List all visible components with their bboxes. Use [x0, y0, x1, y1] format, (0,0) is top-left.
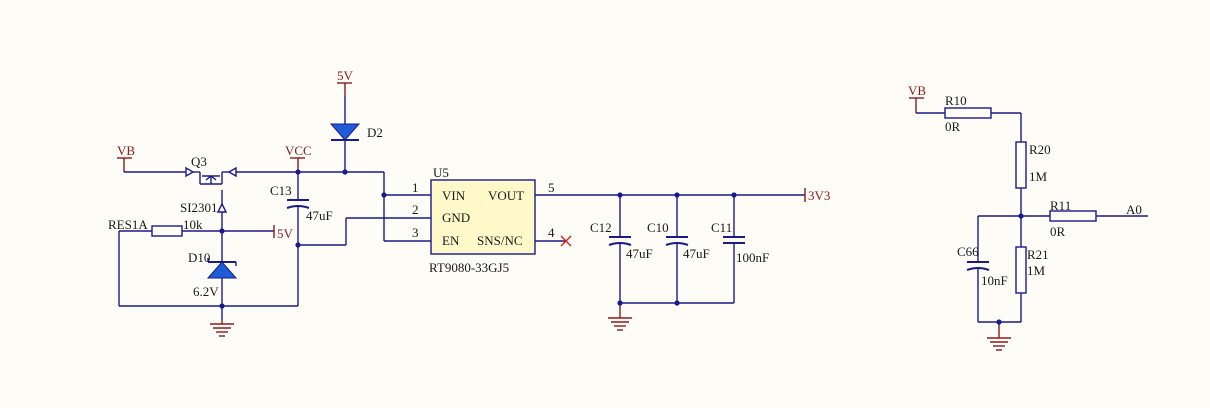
c10-capacitor: C10 47uF	[647, 195, 710, 303]
junction-dot	[674, 192, 680, 198]
vb-right-power-port: VB	[908, 83, 926, 113]
res1a-resistor: RES1A 10k	[108, 217, 274, 237]
a0-label: A0	[1126, 202, 1142, 217]
gnd-symbol-left	[210, 320, 234, 337]
d10-ref: D10	[188, 250, 210, 265]
d10-value: 6.2V	[193, 284, 219, 299]
u5-value: RT9080-33GJ5	[429, 260, 509, 275]
junction-dot	[1018, 213, 1024, 219]
r11-value: 0R	[1050, 224, 1066, 239]
junction-dot	[219, 303, 225, 309]
r21-ref: R21	[1027, 247, 1049, 262]
junction-dot	[731, 192, 737, 198]
u5-ref: U5	[433, 165, 449, 180]
c10-ref: C10	[647, 220, 669, 235]
c11-capacitor: C11 100nF	[711, 195, 769, 303]
junction-dot	[381, 192, 387, 198]
c12-value: 47uF	[626, 246, 653, 261]
three-v3-label: 3V3	[808, 188, 830, 203]
five-v-left-power-port: 5V	[273, 225, 294, 241]
c66-capacitor: C66 10nF	[957, 215, 1021, 322]
junction-dot	[996, 319, 1002, 325]
gnd-symbol-right	[987, 322, 1011, 351]
u5-pin4-num: 4	[548, 225, 555, 240]
r10-resistor: R10 0R	[916, 93, 1021, 134]
vcc-power-port: VCC	[285, 143, 312, 172]
five-v-left-label: 5V	[277, 226, 294, 241]
vb-left-power-port: VB	[117, 143, 186, 173]
c66-value: 10nF	[981, 273, 1008, 288]
five-v-top-label: 5V	[337, 68, 354, 83]
u5-pin3-name: EN	[442, 233, 460, 248]
c12-ref: C12	[590, 220, 612, 235]
res1a-ref: RES1A	[108, 217, 148, 232]
u5-pin2-num: 2	[412, 202, 419, 217]
u5-pin2-name: GND	[442, 210, 470, 225]
u5-regulator-ic: U5 RT9080-33GJ5 1 VIN 2 GND 3 EN 5 VOUT …	[412, 165, 555, 275]
d2-ref: D2	[367, 125, 383, 140]
c11-ref: C11	[711, 220, 732, 235]
q3-mosfet: Q3 SI2301	[180, 154, 298, 231]
vb-right-label: VB	[908, 83, 926, 98]
r10-ref: R10	[945, 93, 967, 108]
c13-capacitor: C13 47uF	[270, 172, 333, 306]
junction-dot	[219, 228, 225, 234]
res1a-value: 10k	[183, 217, 203, 232]
junction-dot	[617, 300, 623, 306]
u5-pin3-num: 3	[412, 225, 419, 240]
c13-value: 47uF	[306, 208, 333, 223]
vcc-label: VCC	[285, 143, 312, 158]
c66-ref: C66	[957, 244, 979, 259]
r21-value: 1M	[1027, 263, 1046, 278]
q3-value: SI2301	[180, 200, 218, 215]
r21-resistor: R21 1M	[1015, 216, 1049, 322]
r11-ref: R11	[1050, 198, 1071, 213]
c13-ref: C13	[270, 183, 292, 198]
vb-left-label: VB	[117, 143, 135, 158]
u5-pin1-num: 1	[412, 180, 419, 195]
u5-pin4-name: SNS/NC	[477, 233, 523, 248]
junction-dot	[617, 192, 623, 198]
d10-zener-diode: D10 6.2V	[188, 231, 238, 320]
c11-value: 100nF	[736, 250, 769, 265]
d2-diode: 5V D2	[329, 68, 383, 172]
r20-resistor: R20 1M	[1015, 113, 1051, 216]
c10-value: 47uF	[683, 246, 710, 261]
three-v3-power-port: 3V3	[804, 188, 830, 203]
r10-value: 0R	[945, 119, 961, 134]
u5-pin5-num: 5	[548, 180, 555, 195]
r20-value: 1M	[1029, 169, 1048, 184]
u5-pin5-name: VOUT	[488, 188, 524, 203]
gnd-symbol-middle	[608, 303, 632, 331]
c12-capacitor: C12 47uF	[590, 195, 653, 303]
junction-dot	[342, 169, 348, 175]
junction-dot	[295, 242, 301, 248]
u5-pin1-name: VIN	[442, 188, 466, 203]
r20-ref: R20	[1029, 142, 1051, 157]
junction-dot	[674, 300, 680, 306]
q3-ref: Q3	[191, 154, 207, 169]
no-connect-marker	[560, 235, 572, 247]
r11-resistor: R11 0R A0	[1021, 198, 1148, 239]
junction-dot	[295, 169, 301, 175]
